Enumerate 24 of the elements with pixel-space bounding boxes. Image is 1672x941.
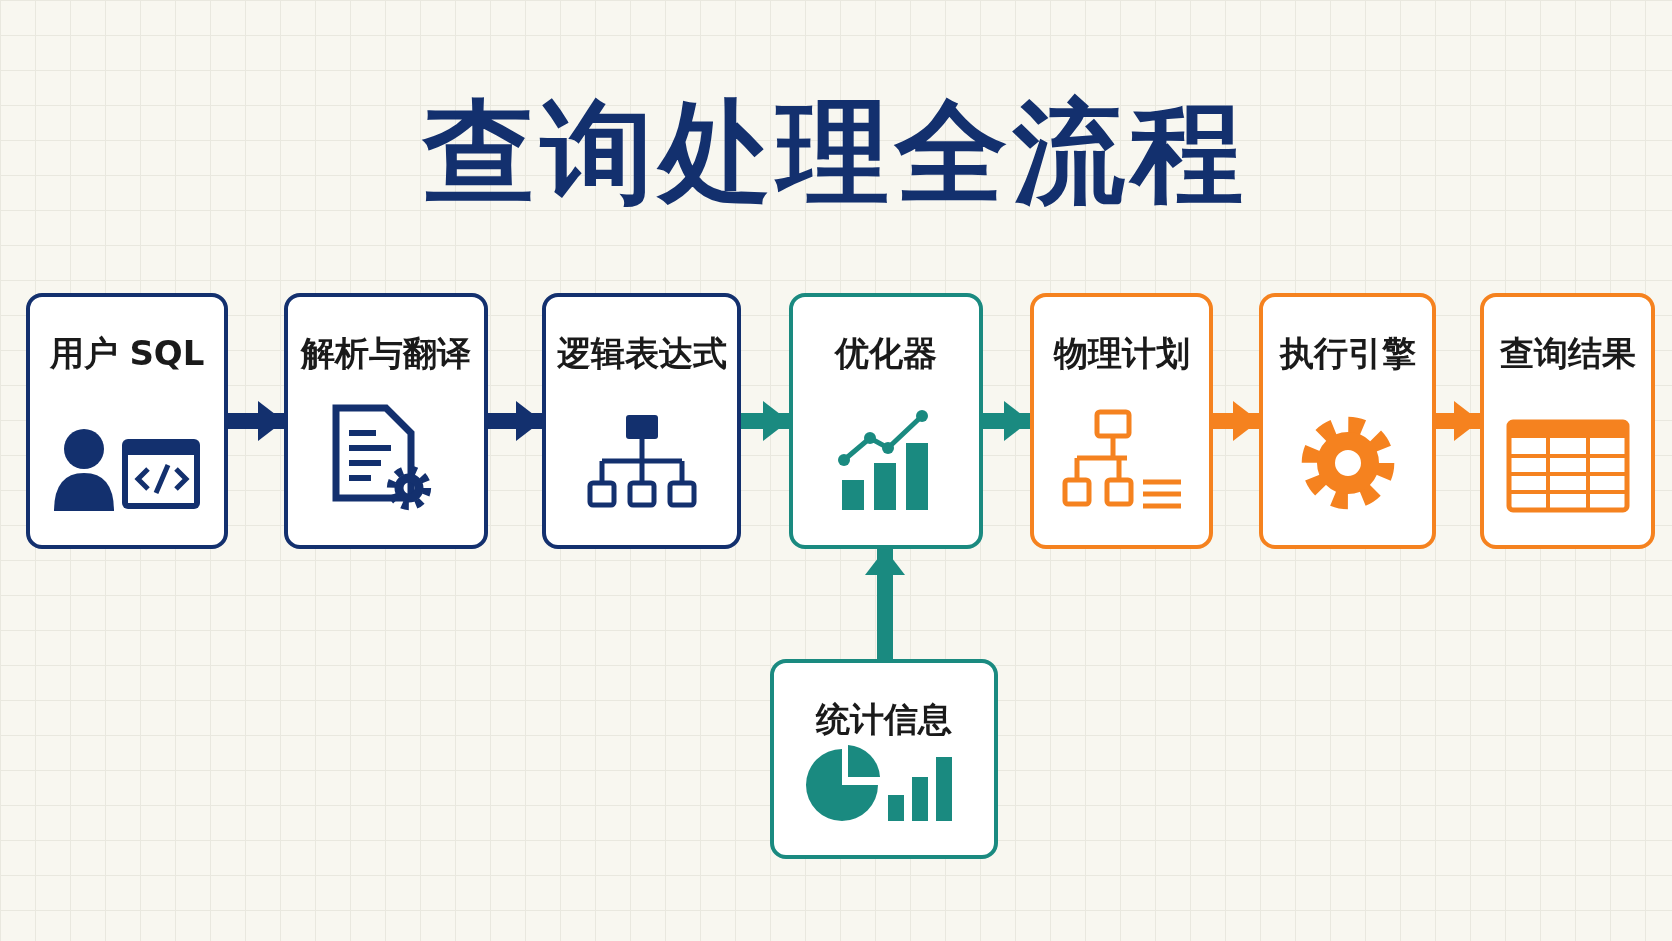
process-box <box>789 293 983 549</box>
arrow <box>488 401 542 441</box>
arrow <box>865 549 905 659</box>
process-box <box>1259 293 1436 549</box>
arrow <box>741 401 789 441</box>
arrow <box>228 401 284 441</box>
process-box <box>770 659 998 859</box>
arrow <box>1213 401 1259 441</box>
process-box <box>1480 293 1655 549</box>
step-label: 用户 SQL <box>48 332 206 375</box>
step-label: 执行引擎 <box>1278 332 1417 375</box>
step-label: 解析与翻译 <box>299 332 472 375</box>
step-label: 逻辑表达式 <box>555 332 728 375</box>
arrow <box>983 401 1030 441</box>
process-box <box>542 293 741 549</box>
process-box <box>284 293 488 549</box>
process-box <box>1030 293 1213 549</box>
arrow <box>1436 401 1480 441</box>
step-label: 查询结果 <box>1498 332 1637 375</box>
title: 查询处理全流程 <box>423 87 1249 217</box>
step-label: 优化器 <box>833 332 938 375</box>
step-label: 物理计划 <box>1052 332 1191 375</box>
process-box <box>26 293 228 549</box>
step-label: 统计信息 <box>814 698 953 741</box>
